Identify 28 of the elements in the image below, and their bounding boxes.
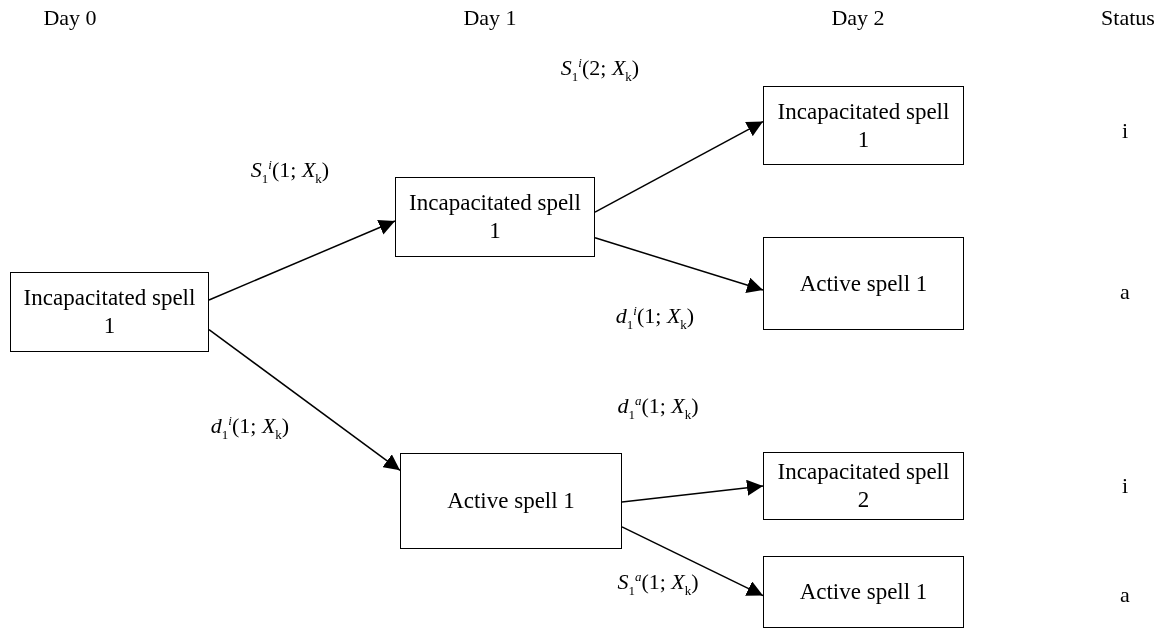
state-box: [10, 272, 209, 352]
column-heading: Day 2: [831, 5, 885, 31]
status-label: i: [1121, 473, 1129, 499]
state-box: [763, 556, 964, 628]
state-label: Active spell 1: [799, 578, 928, 606]
arrow: [621, 526, 764, 597]
state-box: [763, 86, 964, 165]
state-box: [763, 237, 964, 330]
state-box: [395, 177, 595, 257]
column-heading: Day 0: [43, 5, 97, 31]
arrow: [594, 237, 764, 293]
state-label: Incapacitated spell 1: [22, 284, 197, 340]
state-box: [763, 452, 964, 520]
column-heading: Day 1: [463, 5, 517, 31]
state-label: Incapacitated spell 2: [776, 458, 951, 514]
status-label: i: [1121, 118, 1129, 144]
arrow: [208, 219, 396, 301]
state-label: Active spell 1: [799, 269, 928, 298]
state-label: Incapacitated spell 1: [776, 97, 951, 154]
arrow: [621, 479, 764, 503]
column-heading: Status: [1101, 5, 1155, 31]
state-label: Active spell 1: [447, 487, 575, 515]
status-label: a: [1120, 279, 1130, 305]
arrow: [594, 120, 764, 213]
status-label: a: [1120, 582, 1130, 608]
arrow: [208, 328, 401, 472]
state-label: Incapacitated spell 1: [408, 189, 582, 245]
state-box: [400, 453, 622, 549]
